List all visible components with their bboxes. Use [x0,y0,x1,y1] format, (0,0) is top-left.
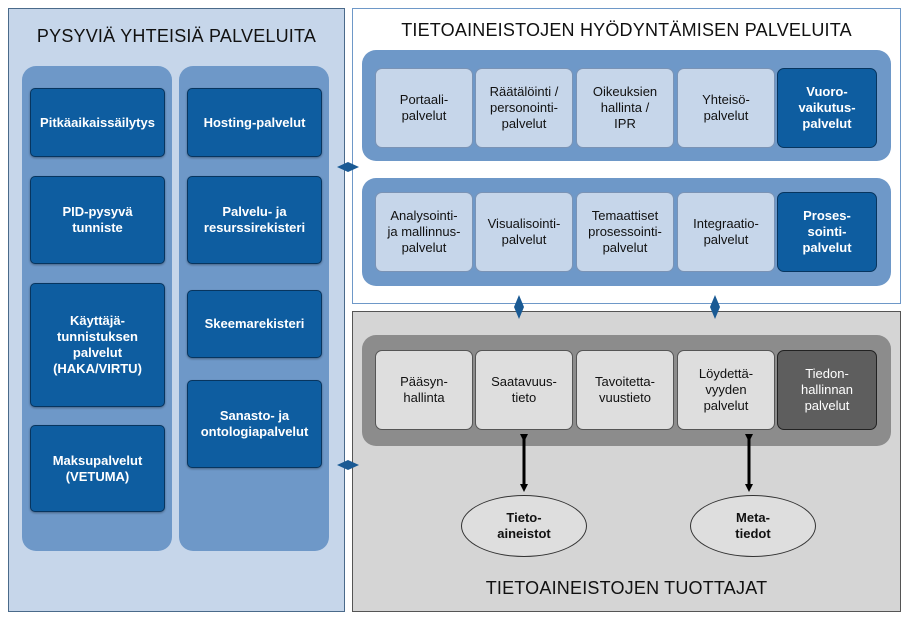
shared-services-title: PYSYVIÄ YHTEISIÄ PALVELUITA [36,26,317,46]
service-label: Tavoitetta- vuustieto [595,374,655,405]
service-label: Räätälöinti / personointi- palvelut [489,84,559,131]
service-label: Palvelu- ja resurssirekisteri [203,204,306,235]
service-label: PID-pysyvä tunniste [62,204,133,235]
service-label: Sanasto- ja ontologiapalvelut [200,408,309,439]
service-label: Löydettä- vyyden palvelut [698,366,754,413]
service-personalization: Räätälöinti / personointi- palvelut [475,68,573,148]
service-label: Vuoro- vaikutus- palvelut [798,84,856,131]
service-label: Tiedon- hallinnan palvelut [800,366,854,413]
service-payments: Maksupalvelut (VETUMA) [30,425,165,512]
service-analysis: Analysointi- ja mallinnus- palvelut [375,192,473,272]
service-resource-registry: Palvelu- ja resurssirekisteri [187,176,322,264]
datasets-oval: Tieto- aineistot [461,495,587,557]
service-label: Yhteisö- palvelut [702,92,750,123]
service-label: Skeemarekisteri [204,316,305,331]
service-label: Oikeuksien hallinta / IPR [592,84,658,131]
service-ontology: Sanasto- ja ontologiapalvelut [187,380,322,468]
service-label: Saatavuus- tieto [491,374,557,405]
utilization-services-title: TIETOAINEISTOJEN HYÖDYNTÄMISEN PALVELUIT… [401,20,852,40]
service-reachability-info: Tavoitetta- vuustieto [576,350,674,430]
service-visualization: Visualisointi- palvelut [475,192,573,272]
service-rights-management: Oikeuksien hallinta / IPR [576,68,674,148]
service-thematic-processing: Temaattiset prosessointi- palvelut [576,192,674,272]
service-interaction: Vuoro- vaikutus- palvelut [777,68,877,148]
connector-diamond [514,295,524,319]
service-long-term-preservation: Pitkäaikaissäilytys [30,88,165,157]
service-label: Proses- sointi- palvelut [802,208,852,255]
service-hosting: Hosting-palvelut [187,88,322,157]
service-label: Integraatio- palvelut [693,216,759,247]
service-community: Yhteisö- palvelut [677,68,775,148]
service-data-management: Tiedon- hallinnan palvelut [777,350,877,430]
connector-diamond [710,295,720,319]
service-processing: Proses- sointi- palvelut [777,192,877,272]
service-label: Portaali- palvelut [399,92,449,123]
metadata-oval: Meta- tiedot [690,495,816,557]
connector-diamond [337,162,359,172]
service-discoverability: Löydettä- vyyden palvelut [677,350,775,430]
service-label: Temaattiset prosessointi- palvelut [588,208,662,255]
service-label: Pitkäaikaissäilytys [40,114,155,130]
service-portal: Portaali- palvelut [375,68,473,148]
oval-label: Tieto- aineistot [497,510,551,541]
service-label: Visualisointi- palvelut [487,216,561,247]
service-access-management: Pääsyn- hallinta [375,350,473,430]
service-pid: PID-pysyvä tunniste [30,176,165,264]
connector-diamond [337,460,359,470]
service-label: Pääsyn- hallinta [400,374,448,405]
service-availability-info: Saatavuus- tieto [475,350,573,430]
service-label: Analysointi- ja mallinnus- palvelut [387,208,461,255]
service-user-authentication: Käyttäjä- tunnistuksen palvelut (HAKA/VI… [30,283,165,407]
service-label: Käyttäjä- tunnistuksen palvelut (HAKA/VI… [53,313,142,376]
service-label: Maksupalvelut (VETUMA) [52,452,143,484]
data-producers-title: TIETOAINEISTOJEN TUOTTAJAT [485,578,768,598]
service-schema-registry: Skeemarekisteri [187,290,322,358]
service-integration: Integraatio- palvelut [677,192,775,272]
service-label: Hosting-palvelut [203,114,306,130]
oval-label: Meta- tiedot [735,510,771,541]
